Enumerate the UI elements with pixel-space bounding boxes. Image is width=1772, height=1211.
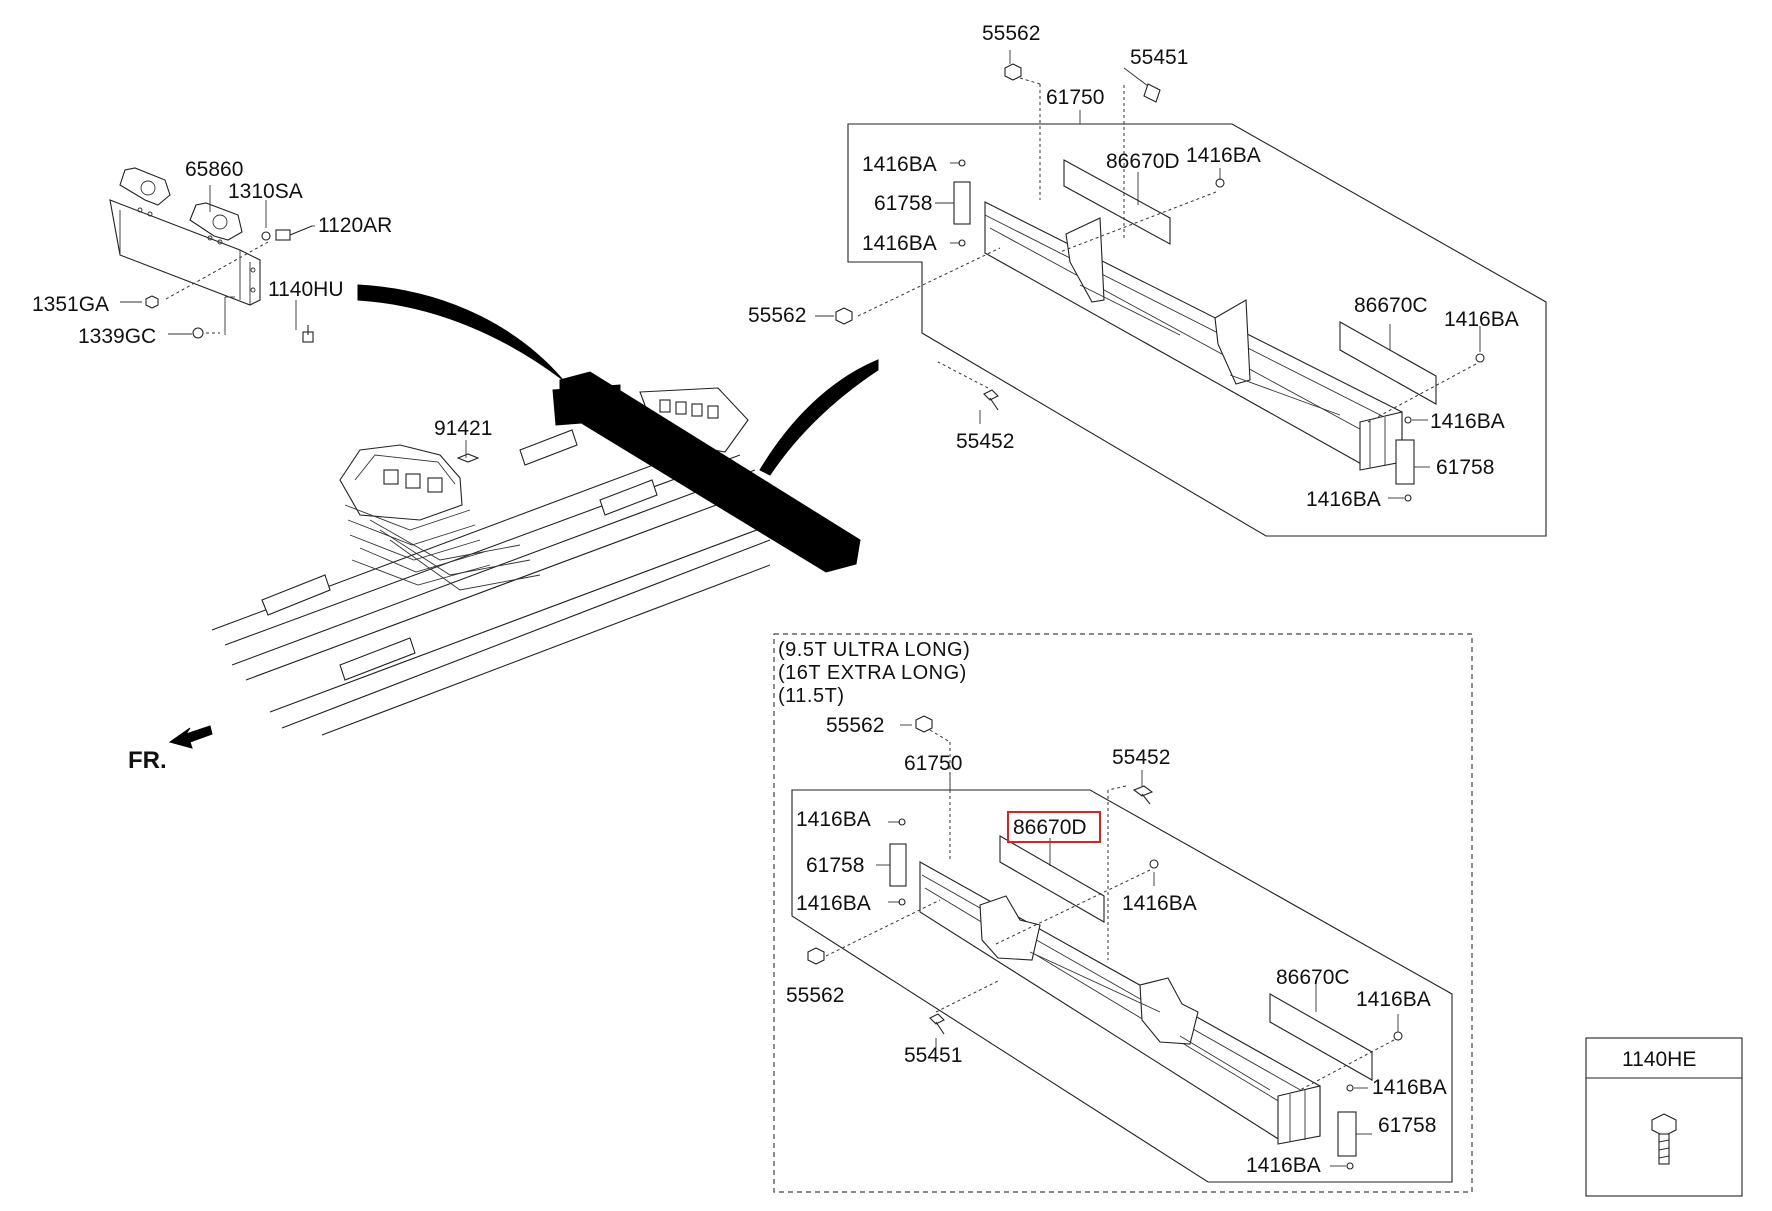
bolt-icon (1651, 1113, 1677, 1165)
part-label-1416ba[interactable]: 1416BA (1186, 144, 1261, 167)
part-label-55562[interactable]: 55562 (748, 304, 806, 327)
part-label-1339gc[interactable]: 1339GC (78, 325, 156, 348)
part-label-1416ba[interactable]: 1416BA (796, 892, 871, 915)
part-label-55451[interactable]: 55451 (1130, 46, 1188, 69)
part-label-61750[interactable]: 61750 (1046, 86, 1104, 109)
highlight-box (1007, 811, 1101, 843)
variant-label-2: (16T EXTRA LONG) (778, 662, 967, 684)
legend-part-number[interactable]: 1140HE (1622, 1048, 1696, 1071)
variant-label-3: (11.5T) (778, 685, 844, 707)
part-label-86670c[interactable]: 86670C (1354, 294, 1428, 317)
upper-assembly (815, 50, 1547, 537)
part-label-55562[interactable]: 55562 (982, 22, 1040, 45)
part-label-1351ga[interactable]: 1351GA (32, 293, 109, 316)
part-label-86670d-highlighted[interactable]: 86670D (1013, 816, 1087, 839)
variant-dashed-box (773, 633, 1473, 1193)
front-label: FR. (128, 747, 167, 774)
lower-assembly (773, 633, 1473, 1193)
part-label-1416ba[interactable]: 1416BA (1372, 1076, 1447, 1099)
part-label-1140hu[interactable]: 1140HU (268, 278, 344, 301)
part-label-61758[interactable]: 61758 (1378, 1114, 1436, 1137)
legend-box (1585, 1037, 1743, 1197)
part-label-55562[interactable]: 55562 (826, 714, 884, 737)
part-label-1416ba[interactable]: 1416BA (1356, 988, 1431, 1011)
part-label-1310sa[interactable]: 1310SA (228, 180, 303, 203)
part-label-1416ba[interactable]: 1416BA (796, 808, 871, 831)
part-label-91421[interactable]: 91421 (434, 417, 492, 440)
part-label-55452[interactable]: 55452 (1112, 746, 1170, 769)
part-label-1416ba[interactable]: 1416BA (1444, 308, 1519, 331)
part-label-61758[interactable]: 61758 (874, 192, 932, 215)
part-label-61750[interactable]: 61750 (904, 752, 962, 775)
front-direction-indicator: FR. (128, 725, 213, 774)
variant-label-1: (9.5T ULTRA LONG) (778, 639, 970, 661)
part-label-86670d[interactable]: 86670D (1106, 150, 1180, 173)
part-label-1120ar[interactable]: 1120AR (318, 214, 392, 237)
part-label-1416ba[interactable]: 1416BA (862, 153, 937, 176)
chassis-frame (211, 284, 879, 736)
part-label-86670c[interactable]: 86670C (1276, 966, 1350, 989)
part-label-55452[interactable]: 55452 (956, 430, 1014, 453)
part-label-1416ba[interactable]: 1416BA (1306, 488, 1381, 511)
part-label-55562[interactable]: 55562 (786, 984, 844, 1007)
part-label-55451[interactable]: 55451 (904, 1044, 962, 1067)
part-label-65860[interactable]: 65860 (185, 158, 243, 181)
bracket-group (109, 167, 315, 343)
part-label-61758[interactable]: 61758 (806, 854, 864, 877)
part-label-61758[interactable]: 61758 (1436, 456, 1494, 479)
part-label-1416ba[interactable]: 1416BA (1122, 892, 1197, 915)
part-label-1416ba[interactable]: 1416BA (862, 232, 937, 255)
part-label-1416ba[interactable]: 1416BA (1246, 1154, 1321, 1177)
part-label-1416ba[interactable]: 1416BA (1430, 410, 1505, 433)
